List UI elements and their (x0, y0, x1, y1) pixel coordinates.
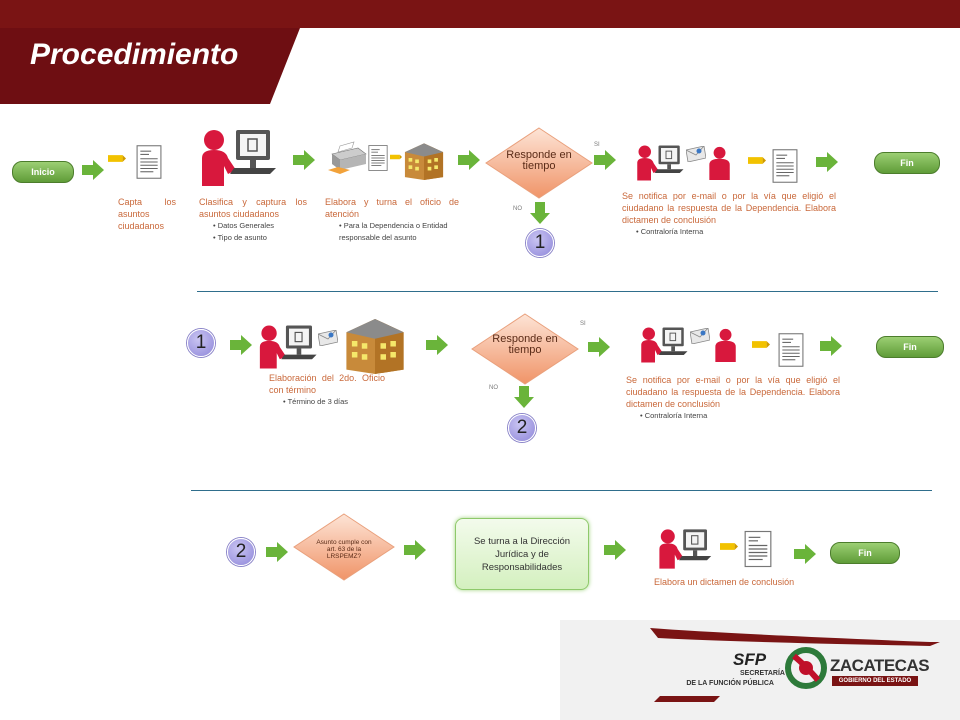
person-computer-icon (200, 128, 280, 188)
zacatecas-subtitle: GOBIERNO DEL ESTADO (832, 676, 918, 686)
notify-block: Se notifica por e-mail o por la vía que … (622, 190, 836, 238)
person-computer-icon (258, 324, 320, 370)
flow-arrow (594, 150, 616, 170)
step-clasifica: Clasifica y captura los asuntos ciudadan… (199, 196, 307, 244)
page-title: Procedimiento (30, 38, 239, 71)
title-banner (0, 28, 300, 104)
bullet-text: Término de 3 días (287, 397, 349, 406)
flow-arrow (82, 160, 104, 180)
document-icon (772, 148, 798, 184)
decision-diamond (485, 127, 593, 199)
zacatecas-logo: ZACATECAS (830, 656, 930, 675)
connector-1: 1 (526, 229, 554, 257)
flow-arrow (820, 336, 842, 356)
document-icon (136, 144, 162, 180)
flow-arrow (458, 150, 480, 170)
end-node: Fin (876, 336, 944, 358)
person-computer-icon (636, 144, 686, 182)
no-label: NO (513, 206, 522, 212)
bullet-item: • Tipo de asunto (213, 233, 267, 242)
printer-icon (328, 140, 368, 174)
flow-arrow (588, 337, 610, 357)
step-elabora: Elabora y turna el oficio de atención • … (325, 196, 459, 244)
yes-label: SI (580, 321, 586, 327)
end-node: Fin (874, 152, 940, 174)
bullet-item: • Contraloría Interna (640, 411, 708, 420)
turn-box: Se turna a la Dirección Jurídica y de Re… (455, 518, 589, 590)
notify-text: Se notifica por e-mail o por la vía que … (626, 375, 840, 409)
flow-arrow (404, 540, 426, 560)
step-elabora-text: Elabora y turna el oficio de atención (325, 197, 459, 219)
decision-label: Responde en tiempo (506, 149, 572, 172)
document-icon (778, 332, 804, 368)
bullet-text: Contraloría Interna (640, 227, 704, 236)
end-node: Fin (830, 542, 900, 564)
step-capta-text: Capta los asuntos ciudadanos (118, 197, 176, 231)
step-elaboracion-text: Elaboración del 2do. Oficio con término (269, 373, 385, 395)
start-node: Inicio (12, 161, 74, 183)
document-icon (368, 144, 388, 172)
section-divider (197, 291, 938, 292)
pencil-icon (720, 542, 738, 551)
pencil-icon (748, 156, 766, 165)
sfp-line2: DE LA FUNCIÓN PÚBLICA (686, 680, 774, 687)
person-computer-icon (640, 326, 690, 364)
decision-label: Responde en tiempo (492, 333, 558, 356)
top-bar (0, 0, 960, 28)
no-label: NO (489, 385, 498, 391)
notify-block: Se notifica por e-mail o por la vía que … (626, 374, 840, 422)
step-elaboracion: Elaboración del 2do. Oficio con término … (269, 372, 385, 408)
flow-arrow (293, 150, 315, 170)
connector-1-in: 1 (187, 329, 215, 357)
person-icon (715, 328, 736, 362)
connector-2-in: 2 (227, 538, 255, 566)
connector-2: 2 (508, 414, 536, 442)
mail-icon (686, 146, 706, 162)
building-icon (402, 134, 446, 182)
sfp-line1: SECRETARÍA (740, 670, 785, 677)
notify-text: Se notifica por e-mail o por la vía que … (622, 191, 836, 225)
section-divider (191, 490, 932, 491)
flow-arrow-down (514, 386, 534, 408)
bullet-item: • Datos Generales (213, 221, 274, 230)
flow-arrow (816, 152, 838, 172)
yes-label: SI (594, 142, 600, 148)
person-icon (709, 146, 730, 180)
decision-diamond (471, 313, 579, 385)
pencil-icon (390, 154, 402, 160)
building-icon (342, 308, 408, 374)
mail-icon (690, 328, 710, 344)
step-dictamen: Elabora un dictamen de conclusión (654, 577, 795, 587)
flow-arrow-down (530, 202, 550, 224)
flow-arrow (266, 542, 288, 562)
flow-arrow (604, 540, 626, 560)
bullet-text: Para la Dependencia o Entidad responsabl… (339, 221, 448, 242)
footer-swoosh (650, 628, 940, 702)
office-image (328, 132, 448, 190)
pencil-icon (108, 154, 126, 163)
bullet-item: • Para la Dependencia o Entidad responsa… (339, 221, 448, 242)
bullet-text: Datos Generales (217, 221, 274, 230)
flow-arrow (426, 335, 448, 355)
bullet-text: Contraloría Interna (644, 411, 708, 420)
decision-diamond (293, 513, 395, 581)
bullet-text: Tipo de asunto (217, 233, 267, 242)
mail-icon (318, 330, 338, 346)
document-icon (744, 530, 772, 568)
bullet-item: • Contraloría Interna (636, 227, 704, 236)
bullet-item: • Término de 3 días (283, 397, 349, 406)
flow-arrow (230, 335, 252, 355)
person-computer-icon (658, 528, 714, 570)
decision-label: Asunto cumple con art. 63 de la LRSPEMZ? (316, 539, 372, 560)
step-clasifica-text: Clasifica y captura los asuntos ciudadan… (199, 197, 307, 219)
flow-arrow (794, 544, 816, 564)
zacatecas-emblem-icon (785, 647, 827, 689)
sfp-logo: SFP (733, 650, 767, 669)
pencil-icon (752, 340, 770, 349)
turn-box-text: Se turna a la Dirección Jurídica y de Re… (473, 535, 571, 573)
